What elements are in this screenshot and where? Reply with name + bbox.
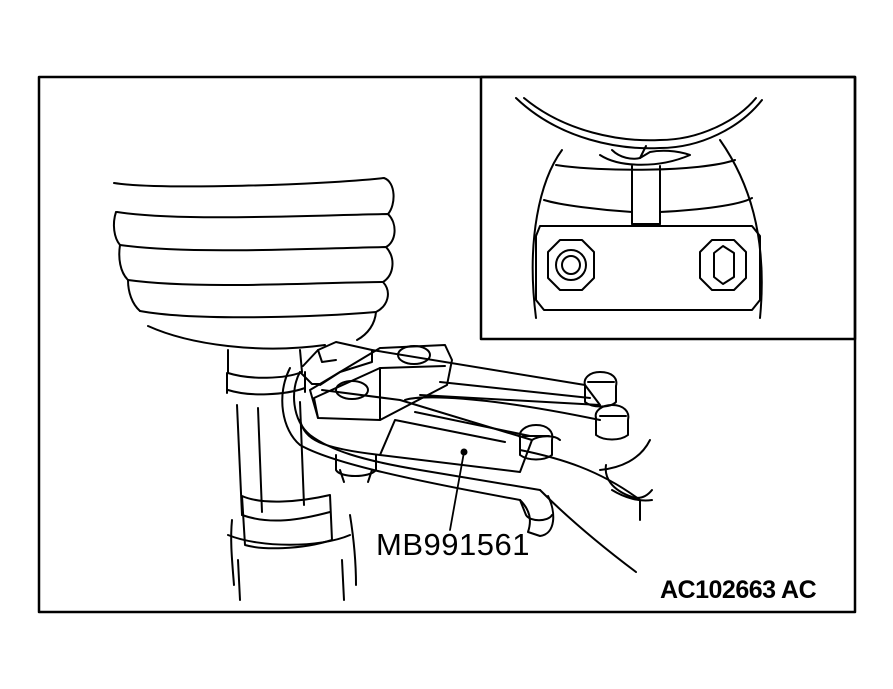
lower-arm — [281, 367, 653, 573]
shaft — [226, 349, 357, 601]
callout-leader — [449, 448, 468, 531]
boot — [112, 177, 396, 350]
figure-code: AC102663 AC — [660, 576, 817, 604]
nuts — [518, 371, 630, 461]
main-view — [112, 177, 653, 601]
outer-frame — [37, 75, 857, 614]
tool-callout-label: MB991561 — [376, 527, 530, 562]
inset-view — [479, 75, 857, 341]
inset-frame — [479, 75, 857, 341]
